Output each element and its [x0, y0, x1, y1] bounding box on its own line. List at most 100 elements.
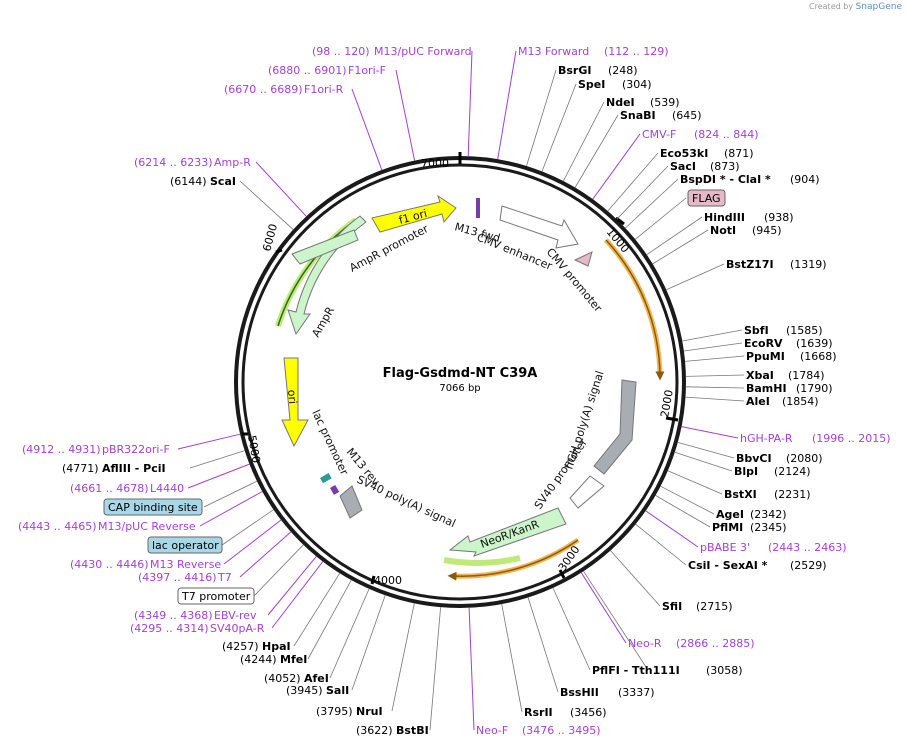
svg-text:(3795): (3795): [316, 705, 353, 718]
leader-line: [239, 531, 292, 578]
feature-label-lac-promoter: lac promoter: [309, 408, 351, 478]
leader-line: [635, 197, 687, 240]
leader-line: [467, 50, 473, 157]
primer-m13-rev-range: (4430 .. 4446): [70, 558, 149, 571]
site-afliii-pcii: AflIII - PciI: [102, 462, 166, 475]
svg-text:(1585): (1585): [786, 324, 823, 337]
svg-text:(1668): (1668): [800, 350, 837, 363]
leader-line: [592, 133, 641, 200]
leader-line: [681, 426, 739, 439]
site-hindiii: HindIII: [704, 211, 745, 224]
svg-text:(539): (539): [650, 96, 680, 109]
svg-text:(3058): (3058): [706, 664, 743, 677]
primer-sv40pa-r-range: (4295 .. 4314): [130, 622, 209, 635]
leader-line: [677, 442, 735, 459]
t7-promoter-box: [177, 587, 255, 605]
site-rsrii: RsrII: [524, 706, 553, 719]
site-bamhi: BamHI: [746, 382, 787, 395]
svg-text:(873): (873): [710, 160, 740, 173]
primer-amp-r: Amp-R: [214, 156, 251, 169]
svg-text:(2080): (2080): [786, 452, 823, 465]
site-pflfi-tth111i: PflFI - Tth111I: [592, 664, 680, 677]
sv40-polya-feature: [339, 485, 363, 519]
leader-line: [391, 603, 415, 712]
leader-line: [267, 556, 317, 616]
restriction-sites: BsrGI(248) SpeI(304) NdeI(539) SnaBI(645…: [62, 64, 837, 737]
feature-label-cmv-enhancer: CMV enhancer: [475, 231, 554, 273]
leader-line: [221, 509, 274, 546]
leader-line: [329, 588, 370, 679]
flag-label-box: [687, 189, 726, 207]
leader-line: [187, 463, 250, 489]
svg-text:(2529): (2529): [790, 559, 827, 572]
site-saci: SacI: [670, 160, 696, 173]
leader-line: [616, 165, 669, 220]
cap-site-mark: [320, 473, 332, 484]
orf-arc-neo-green: [443, 555, 521, 566]
leader-line: [351, 595, 386, 691]
svg-text:(4052): (4052): [264, 672, 301, 685]
primer-t7: T7: [217, 571, 232, 584]
leader-line: [255, 161, 307, 217]
orf-arrow-neo: [447, 539, 579, 581]
primer-t7-range: (4397 .. 4416): [138, 571, 217, 584]
leader-line: [189, 450, 245, 469]
leader-line: [652, 229, 709, 265]
primer-cmv-f: CMV-F: [642, 128, 676, 141]
f1-ori-feature: [371, 194, 457, 233]
leader-line: [685, 396, 745, 402]
svg-text:(2342): (2342): [750, 508, 787, 521]
site-afei: AfeI: [304, 672, 329, 685]
backbone-inner-ring: [241, 163, 679, 601]
feature-label-ampr: AmpR: [309, 304, 337, 339]
leader-line: [199, 491, 263, 527]
svg-text:(4771): (4771): [62, 462, 99, 475]
tick-label-2000: 2000: [658, 389, 676, 419]
tick-label-6000: 6000: [260, 222, 280, 252]
svg-text:(2231): (2231): [774, 488, 811, 501]
svg-text:(248): (248): [608, 64, 638, 77]
leader-line: [239, 180, 294, 230]
site-bsshii: BssHII: [560, 686, 599, 699]
svg-text:(2715): (2715): [696, 600, 733, 613]
leader-line: [625, 178, 679, 229]
site-csii-sexai: CsiI - SexAI *: [688, 559, 768, 572]
primer-f1ori-f-range: (6880 .. 6901): [268, 64, 347, 77]
primer-labels: (98 .. 120)M13/pUC Forward M13 Forward(1…: [18, 45, 891, 737]
cap-binding-site-label: CAP binding site: [108, 501, 198, 514]
site-nrui: NruI: [356, 705, 383, 718]
site-ppumi: PpuMI: [746, 350, 785, 363]
leader-line: [395, 69, 416, 161]
svg-text:(3622): (3622): [356, 724, 393, 737]
leader-line: [253, 544, 304, 597]
primer-m13-rev: M13 Reverse: [150, 558, 221, 571]
svg-text:(1784): (1784): [788, 369, 825, 382]
site-bsrgi: BsrGI: [558, 64, 591, 77]
primer-m13-fwd: M13 Forward: [518, 45, 589, 58]
site-ndei: NdeI: [606, 96, 635, 109]
hgh-polya-feature: [593, 379, 637, 475]
primer-amp-r-range: (6214 .. 6233): [134, 156, 213, 169]
leader-line: [429, 607, 441, 731]
leader-line: [607, 152, 659, 212]
tick-label-4000: 4000: [374, 574, 402, 587]
lac-operator-label: lac operator: [152, 539, 219, 552]
svg-text:(871): (871): [724, 147, 754, 160]
leader-line: [307, 579, 352, 660]
site-scai: ScaI: [210, 175, 236, 188]
primer-f1ori-r-range: (6670 .. 6689): [224, 83, 303, 96]
feature-label-cmv-promoter: CMV promoter: [544, 246, 605, 315]
lac-operator-box: [147, 536, 223, 554]
primer-f1ori-f: F1ori-F: [348, 64, 386, 77]
sv40-promoter-feature: [569, 475, 605, 509]
svg-text:(2345): (2345): [750, 521, 787, 534]
primer-sv40pa-r: SV40pA-R: [210, 622, 265, 635]
svg-text:(1639): (1639): [796, 337, 833, 350]
leader-line: [583, 570, 649, 671]
leader-line: [674, 451, 733, 472]
orf-arrow-gsdmd: [605, 239, 665, 381]
primer-hgh-pa-r-range: (1996 .. 2015): [812, 432, 891, 445]
leader-line: [683, 342, 743, 352]
svg-text:(1854): (1854): [782, 395, 819, 408]
